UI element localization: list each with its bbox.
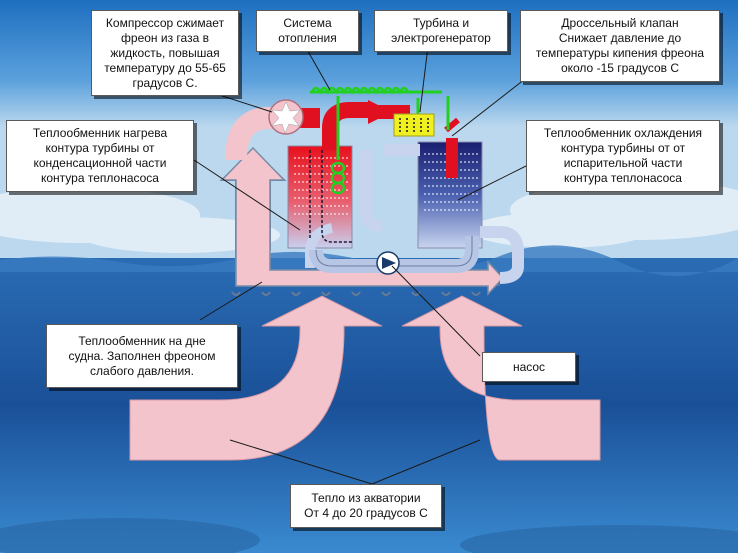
callout-throttle-text: Дроссельный клапан Снижает давление до т… [535, 16, 705, 75]
heat-intake-arrows [129, 295, 601, 461]
callout-heat-source: Тепло из акватории От 4 до 20 градусов С [290, 484, 442, 528]
bottom-heat-exchanger [219, 107, 505, 296]
cold-heat-exchanger [360, 117, 524, 284]
sea-surface [0, 245, 738, 277]
callout-hx-heat: Теплообменник нагрева контура турбины от… [6, 120, 194, 192]
callout-compressor: Компрессор сжимает фреон из газа в жидко… [91, 10, 239, 96]
heating-coil-icon [310, 86, 410, 195]
callout-heating: Система отопления [256, 10, 359, 52]
callout-hx-bottom: Теплообменник на дне судна. Заполнен фре… [46, 324, 238, 388]
generator-coil-icon [393, 113, 435, 137]
pump-circle-icon [376, 251, 400, 275]
callout-heat-source-text: Тепло из акватории От 4 до 20 градусов С [304, 491, 428, 520]
turbine-lower-loop [309, 100, 479, 273]
callout-pump: насос [482, 352, 576, 382]
seabed-rocks [0, 518, 738, 553]
callout-heating-text: Система отопления [278, 16, 337, 45]
callout-throttle: Дроссельный клапан Снижает давление до т… [520, 10, 720, 82]
connector-lines [193, 45, 535, 485]
star-compressor-icon [268, 99, 304, 135]
callout-turbine-text: Турбина и электрогенератор [391, 16, 491, 45]
callout-hx-cool-text: Теплообменник охлаждения контура турбины… [543, 126, 703, 185]
callout-hx-heat-text: Теплообменник нагрева контура турбины от… [32, 126, 168, 185]
callout-compressor-text: Компрессор сжимает фреон из газа в жидко… [104, 15, 226, 90]
callout-hx-bottom-text: Теплообменник на дне судна. Заполнен фре… [68, 333, 216, 378]
callout-turbine: Турбина и электрогенератор [374, 10, 508, 52]
callout-hx-cool: Теплообменник охлаждения контура турбины… [526, 120, 720, 192]
callout-pump-text: насос [512, 359, 546, 374]
clouds [0, 180, 738, 253]
